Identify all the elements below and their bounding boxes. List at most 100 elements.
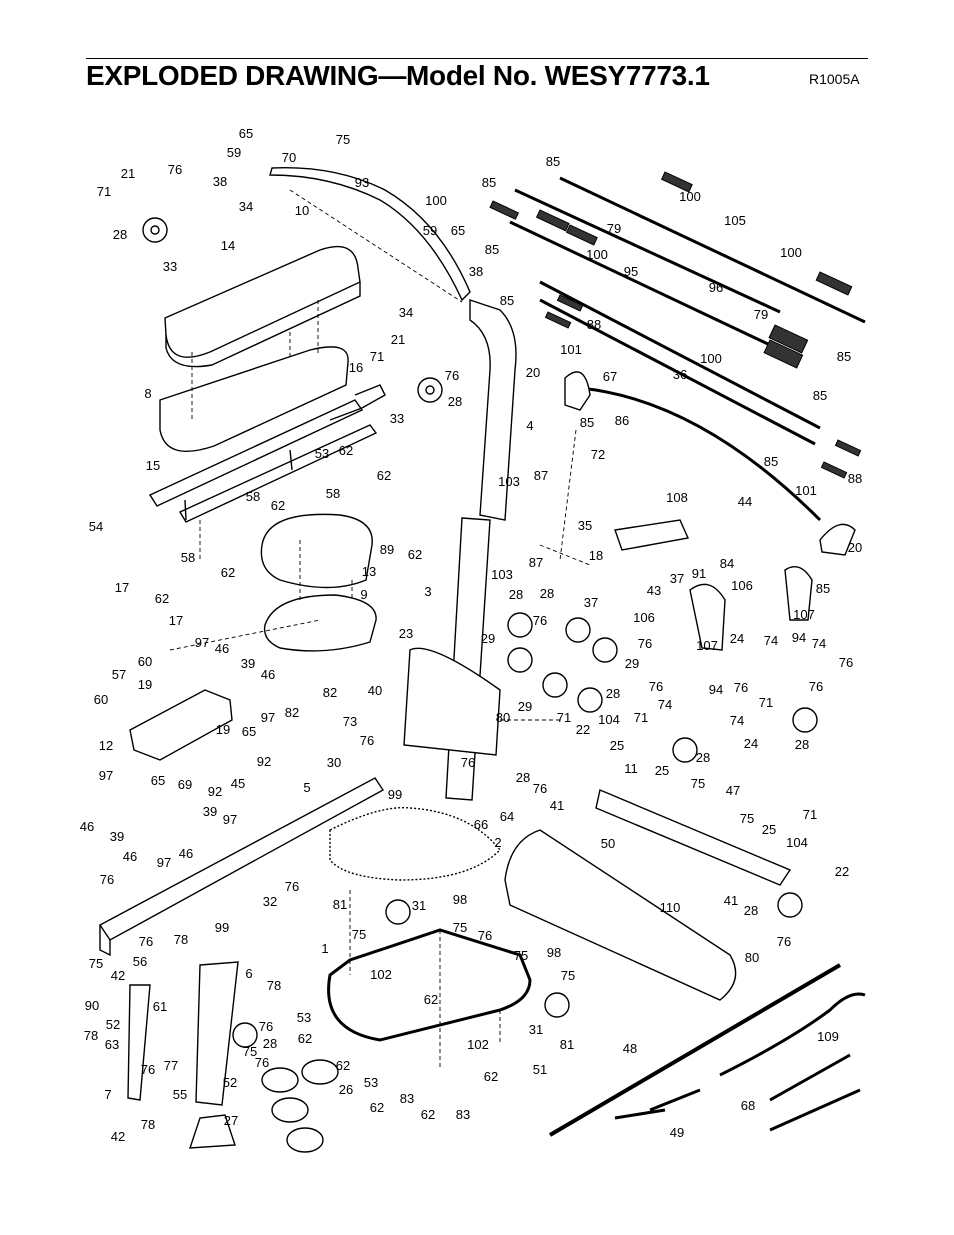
callout-39: 39 [110, 829, 124, 844]
callout-25: 25 [762, 822, 776, 837]
callout-28: 28 [606, 686, 620, 701]
callout-108: 108 [666, 490, 688, 505]
callout-76: 76 [461, 755, 475, 770]
callout-53: 53 [315, 446, 329, 461]
callout-36: 36 [673, 367, 687, 382]
callout-84: 84 [720, 556, 734, 571]
callout-33: 33 [163, 259, 177, 274]
callout-88: 88 [587, 317, 601, 332]
callout-87: 87 [534, 468, 548, 483]
callout-7: 7 [104, 1087, 111, 1102]
callout-97: 97 [261, 710, 275, 725]
callout-76: 76 [285, 879, 299, 894]
callout-29: 29 [625, 656, 639, 671]
callout-74: 74 [812, 636, 826, 651]
callout-80: 80 [745, 950, 759, 965]
callout-75: 75 [89, 956, 103, 971]
callout-98: 98 [547, 945, 561, 960]
callout-85: 85 [813, 388, 827, 403]
guide-lines [169, 189, 591, 1070]
callout-46: 46 [80, 819, 94, 834]
callout-63: 63 [105, 1037, 119, 1052]
rear-frame [595, 789, 792, 886]
callout-91: 91 [692, 566, 706, 581]
foam-rollers [261, 1059, 339, 1153]
callout-83: 83 [456, 1107, 470, 1122]
callout-60: 60 [138, 654, 152, 669]
callout-15: 15 [146, 458, 160, 473]
callout-5: 5 [303, 780, 310, 795]
callout-58: 58 [246, 489, 260, 504]
callout-62: 62 [421, 1107, 435, 1122]
callout-85: 85 [816, 581, 830, 596]
callout-76: 76 [168, 162, 182, 177]
callout-62: 62 [370, 1100, 384, 1115]
callout-62: 62 [377, 468, 391, 483]
callout-28: 28 [263, 1036, 277, 1051]
callout-62: 62 [221, 565, 235, 580]
callout-102: 102 [370, 967, 392, 982]
callout-24: 24 [744, 736, 758, 751]
callout-38: 38 [469, 264, 483, 279]
callout-90: 90 [85, 998, 99, 1013]
callout-12: 12 [99, 738, 113, 753]
callout-3: 3 [424, 584, 431, 599]
callout-39: 39 [241, 656, 255, 671]
callout-100: 100 [700, 351, 722, 366]
callout-22: 22 [835, 864, 849, 879]
callout-102: 102 [467, 1037, 489, 1052]
callout-48: 48 [623, 1041, 637, 1056]
callout-51: 51 [533, 1062, 547, 1077]
callout-17: 17 [115, 580, 129, 595]
callout-23: 23 [399, 626, 413, 641]
callout-4: 4 [526, 418, 533, 433]
callout-28: 28 [540, 586, 554, 601]
callout-97: 97 [223, 812, 237, 827]
callout-96: 96 [709, 280, 723, 295]
callout-75: 75 [691, 776, 705, 791]
callout-25: 25 [655, 763, 669, 778]
callout-98: 98 [453, 892, 467, 907]
callout-46: 46 [261, 667, 275, 682]
callout-13: 13 [362, 564, 376, 579]
callout-57: 57 [112, 667, 126, 682]
callout-22: 22 [576, 722, 590, 737]
callout-97: 97 [99, 768, 113, 783]
callout-20: 20 [848, 540, 862, 555]
callout-76: 76 [259, 1019, 273, 1034]
callout-87: 87 [529, 555, 543, 570]
callout-44: 44 [738, 494, 752, 509]
callout-75: 75 [514, 948, 528, 963]
callout-28: 28 [696, 750, 710, 765]
callout-59: 59 [227, 145, 241, 160]
callout-52: 52 [223, 1075, 237, 1090]
callout-71: 71 [370, 349, 384, 364]
callout-21: 21 [391, 332, 405, 347]
callout-72: 72 [591, 447, 605, 462]
callout-79: 79 [754, 307, 768, 322]
callout-86: 86 [615, 413, 629, 428]
strap [548, 963, 842, 1137]
callout-78: 78 [141, 1117, 155, 1132]
callout-21: 21 [121, 166, 135, 181]
callout-76: 76 [141, 1062, 155, 1077]
callout-11: 11 [624, 761, 638, 776]
callout-42: 42 [111, 968, 125, 983]
callout-28: 28 [113, 227, 127, 242]
callout-6: 6 [245, 966, 252, 981]
callout-76: 76 [533, 781, 547, 796]
callout-62: 62 [339, 443, 353, 458]
callout-76: 76 [478, 928, 492, 943]
callout-82: 82 [323, 685, 337, 700]
callout-76: 76 [255, 1055, 269, 1070]
callout-28: 28 [516, 770, 530, 785]
callout-46: 46 [179, 846, 193, 861]
callout-76: 76 [139, 934, 153, 949]
callout-40: 40 [368, 683, 382, 698]
upright [469, 299, 517, 521]
callout-104: 104 [598, 712, 620, 727]
callout-82: 82 [285, 705, 299, 720]
callout-49: 49 [670, 1125, 684, 1140]
callout-100: 100 [586, 247, 608, 262]
